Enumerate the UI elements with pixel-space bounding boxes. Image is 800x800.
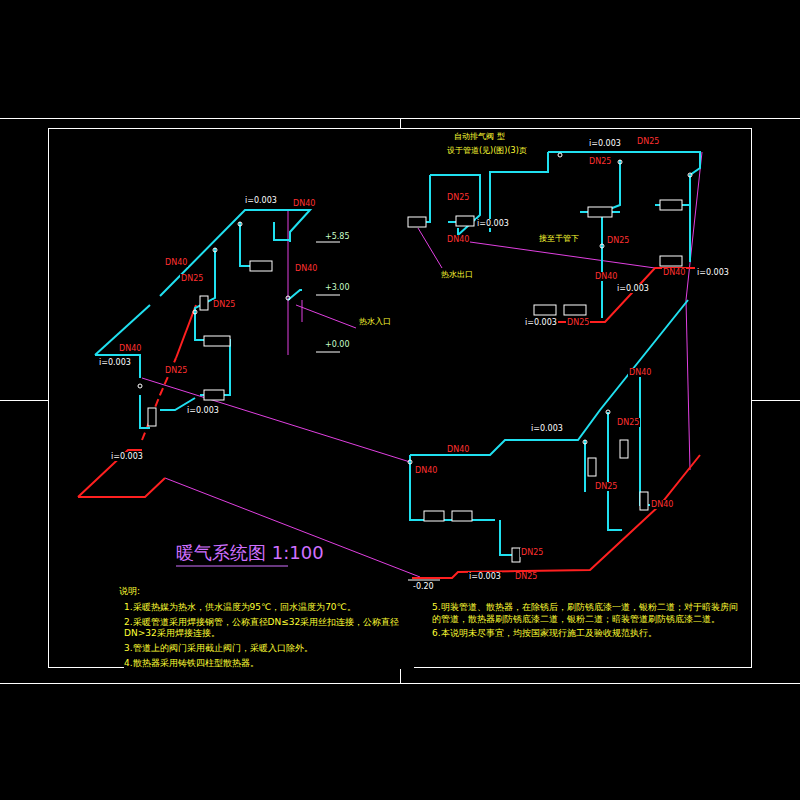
pipe-label: i=0.003: [186, 406, 220, 415]
design-note: 5.明装管道、散热器，在除锈后，刷防锈底漆一道，银粉二道；对于暗装房间的管道，散…: [432, 602, 742, 625]
pipe-label: i=0.003: [244, 196, 278, 205]
pipe-label: i=0.003: [98, 358, 132, 367]
pipe-label: 热水出口: [440, 270, 474, 279]
pipe-label: DN40: [446, 445, 470, 454]
pipe-label: DN25: [520, 548, 544, 557]
pipe-label: +5.85: [324, 232, 351, 241]
pipe-label: 设于管道(见)(图)(3)页: [446, 146, 528, 155]
pipe-label: DN40: [118, 344, 142, 353]
design-note: 4.散热器采用铸铁四柱型散热器。: [124, 658, 414, 670]
pipe-label: 自动排气阀 型: [453, 132, 506, 141]
pipe-label: DN25: [566, 318, 590, 327]
pipe-label: i=0.003: [476, 219, 510, 228]
pipe-label: -0.20: [412, 582, 435, 591]
pipe-label: 说明:: [118, 586, 141, 596]
pipe-label: DN25: [636, 137, 660, 146]
design-note: 6.本说明未尽事宜，均按国家现行施工及验收规范执行。: [432, 628, 742, 640]
drawing-title: 暖气系统图 1:100: [174, 541, 326, 565]
pipe-label: i=0.003: [524, 318, 558, 327]
pipe-label: DN40: [594, 272, 618, 281]
pipe-label: DN25: [514, 572, 538, 581]
pipe-label: DN25: [616, 418, 640, 427]
pipe-label: i=0.003: [588, 139, 622, 148]
pipe-label: DN40: [164, 258, 188, 267]
pipe-label: DN40: [650, 500, 674, 509]
design-note: 2.采暖管道采用焊接钢管，公称直径DN≤32采用丝扣连接，公称直径DN>32采用…: [124, 617, 414, 640]
pipe-label: DN40: [292, 199, 316, 208]
design-note: 3.管道上的阀门采用截止阀门，采暖入口除外。: [124, 643, 414, 655]
pipe-label: +3.00: [324, 283, 351, 292]
pipe-label: DN40: [414, 466, 438, 475]
pipe-label: i=0.003: [696, 268, 730, 277]
pipe-label: 接至干管下: [538, 234, 580, 243]
pipe-label: i=0.003: [110, 452, 144, 461]
pipe-label: DN25: [180, 274, 204, 283]
pipe-label: DN25: [212, 300, 236, 309]
pipe-label: i=0.003: [616, 284, 650, 293]
pipe-label: DN25: [588, 157, 612, 166]
pipe-label: i=0.003: [468, 572, 502, 581]
pipe-label: DN40: [662, 268, 686, 277]
pipe-label: DN40: [628, 368, 652, 377]
pipe-label: DN40: [294, 264, 318, 273]
pipe-label: i=0.003: [530, 424, 564, 433]
pipe-label: DN25: [606, 236, 630, 245]
pipe-label: +0.00: [324, 340, 351, 349]
pipe-label: DN25: [164, 366, 188, 375]
pipe-label: DN40: [446, 235, 470, 244]
pipe-label: DN25: [446, 193, 470, 202]
pipe-label: DN25: [594, 482, 618, 491]
design-note: 1.采暖热媒为热水，供水温度为95℃，回水温度为70℃。: [124, 602, 414, 614]
pipe-label: 热水入口: [358, 317, 392, 326]
